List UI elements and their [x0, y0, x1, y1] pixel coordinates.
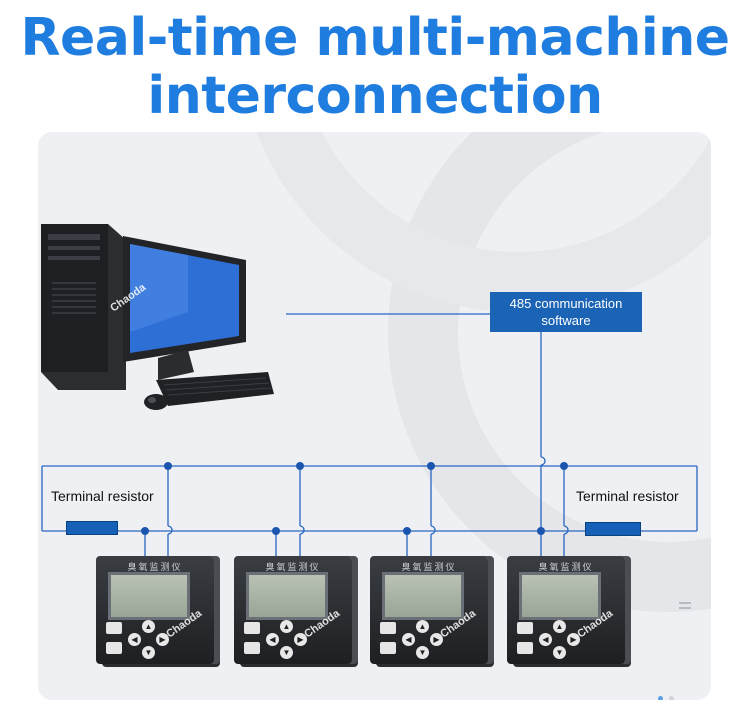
- carousel-dot[interactable]: [669, 696, 674, 700]
- diagram-panel: Terminal resistor Terminal resistor 485 …: [38, 132, 711, 700]
- terminal-resistor-right-label: Terminal resistor: [576, 488, 679, 504]
- right-arrow-icon: ▶: [430, 633, 443, 646]
- down-arrow-icon: ▼: [553, 646, 566, 659]
- terminal-resistor-left-label: Terminal resistor: [51, 488, 154, 504]
- device-keypad: ▲ ◀ ▶ ▼: [374, 620, 482, 660]
- monitoring-device: 臭氧监测仪 ▲ ◀ ▶ ▼ Chaoda: [507, 556, 635, 668]
- carousel-dots[interactable]: [658, 688, 680, 700]
- device-lcd-screen: [382, 572, 464, 620]
- down-arrow-icon: ▼: [142, 646, 155, 659]
- carousel-dot[interactable]: [658, 696, 663, 700]
- mouse-icon: [144, 394, 168, 410]
- up-arrow-icon: ▲: [416, 620, 429, 633]
- device-lcd-screen: [519, 572, 601, 620]
- desktop-computer-icon: [41, 224, 274, 410]
- device-header-label: 臭氧监测仪: [265, 563, 321, 573]
- right-arrow-icon: ▶: [156, 633, 169, 646]
- device-lcd-screen: [246, 572, 328, 620]
- right-arrow-icon: ▶: [294, 633, 307, 646]
- terminal-resistor-right: [585, 522, 641, 536]
- up-arrow-icon: ▲: [280, 620, 293, 633]
- terminal-resistor-left: [66, 521, 118, 535]
- up-arrow-icon: ▲: [142, 620, 155, 633]
- right-arrow-icon: ▶: [567, 633, 580, 646]
- device-lcd-screen: [108, 572, 190, 620]
- comm-software-box: 485 communication software: [490, 292, 642, 332]
- device-header-label: 臭氧监测仪: [127, 563, 183, 573]
- monitor-icon: [123, 236, 246, 380]
- down-arrow-icon: ▼: [416, 646, 429, 659]
- monitoring-device: 臭氧监测仪 ▲ ◀ ▶ ▼ Chaoda: [370, 556, 498, 668]
- page-title-line1: Real-time multi-machine: [20, 8, 730, 68]
- monitoring-device: 臭氧监测仪 ▲ ◀ ▶ ▼ Chaoda: [96, 556, 224, 668]
- device-keypad: ▲ ◀ ▶ ▼: [238, 620, 346, 660]
- left-arrow-icon: ◀: [128, 633, 141, 646]
- device-header-label: 臭氧监测仪: [538, 563, 594, 573]
- comm-software-label: 485 communication software: [509, 296, 623, 328]
- keyboard-icon: [156, 372, 274, 406]
- equals-icon[interactable]: [679, 602, 691, 612]
- left-arrow-icon: ◀: [266, 633, 279, 646]
- down-arrow-icon: ▼: [280, 646, 293, 659]
- device-header-label: 臭氧监测仪: [401, 563, 457, 573]
- up-arrow-icon: ▲: [553, 620, 566, 633]
- device-keypad: ▲ ◀ ▶ ▼: [100, 620, 208, 660]
- bus-wiring: [41, 313, 698, 556]
- left-arrow-icon: ◀: [539, 633, 552, 646]
- device-keypad: ▲ ◀ ▶ ▼: [511, 620, 619, 660]
- left-arrow-icon: ◀: [402, 633, 415, 646]
- monitoring-device: 臭氧监测仪 ▲ ◀ ▶ ▼ Chaoda: [234, 556, 362, 668]
- page-title-line2: interconnection: [147, 66, 603, 126]
